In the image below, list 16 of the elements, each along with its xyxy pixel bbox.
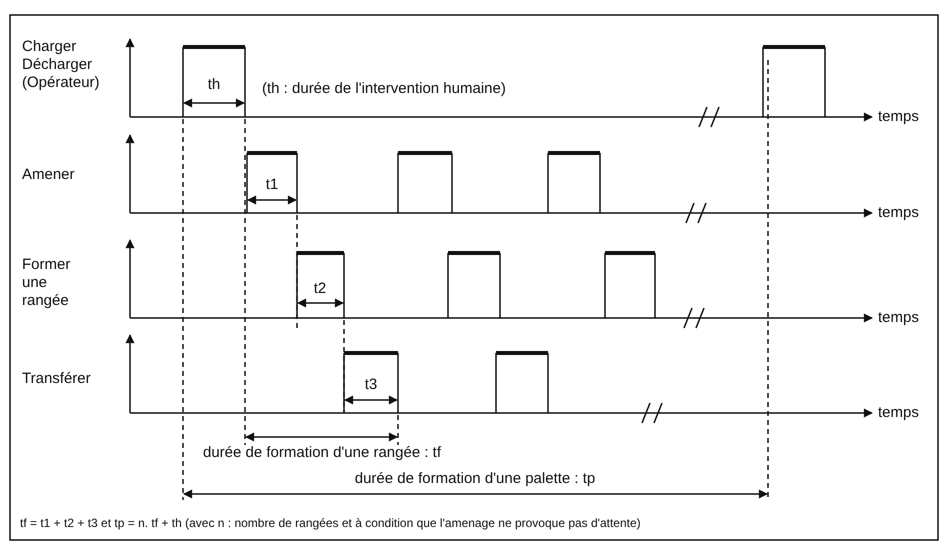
duration-label: t3 (364, 376, 378, 394)
duration-label: th (208, 76, 220, 94)
row-label: Charger Décharger (Opérateur) (22, 38, 101, 92)
axis-label: temps (878, 404, 919, 422)
axis-label: temps (878, 204, 919, 222)
dimension-label: durée de formation d'une rangée : tf (202, 444, 442, 462)
axis-label: temps (878, 309, 919, 327)
row-label: Amener (22, 166, 75, 184)
row-label: Former une rangée (22, 256, 72, 310)
duration-label: t1 (266, 176, 278, 194)
row-label: Transférer (22, 370, 91, 388)
formula-note: tf = t1 + t2 + t3 et tp = n. tf + th (avec n : nombre de rangées et à condition que l'amenage ne provoque pas d'attente) (20, 515, 641, 532)
axis-label: temps (878, 108, 919, 126)
duration-label: t2 (314, 280, 326, 298)
dimension-label: durée de formation d'une palette : tp (354, 470, 596, 488)
note-text: (th : durée de l'intervention humaine) (262, 80, 506, 98)
